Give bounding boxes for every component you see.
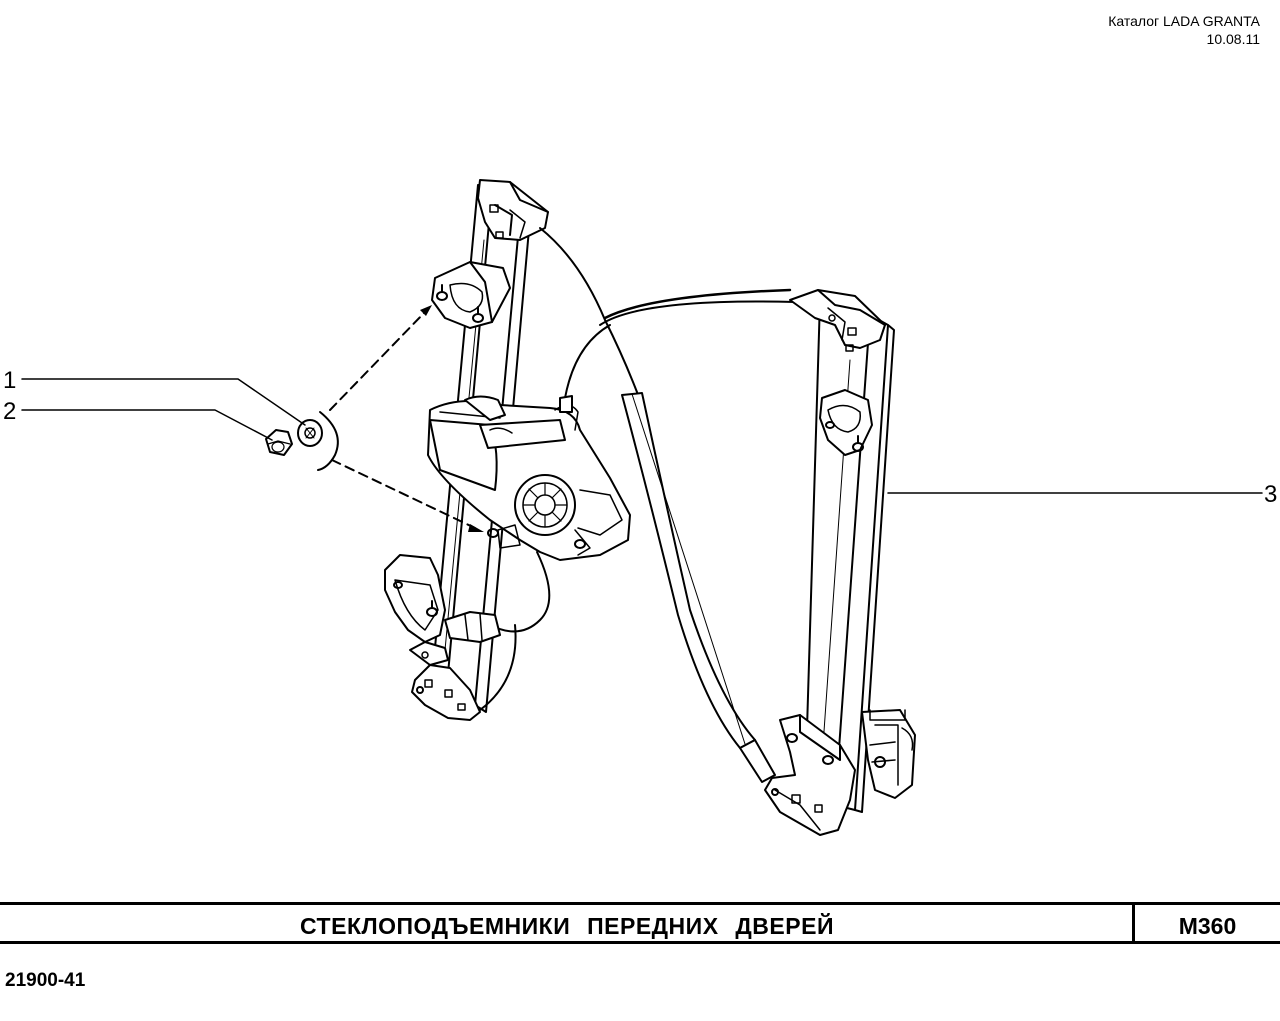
leader-lines	[21, 378, 1263, 494]
callout-1: 1	[3, 367, 16, 394]
arrow-head-lower	[468, 524, 484, 532]
motor-assembly	[427, 395, 631, 561]
right-bottom-bracket	[764, 714, 856, 836]
catalog-name: Каталог LADA GRANTA	[1108, 13, 1260, 29]
left-upper-mount-plate	[431, 261, 511, 329]
left-bottom-bracket	[409, 641, 481, 721]
title-divider	[1132, 905, 1135, 941]
callout-3: 3	[1264, 481, 1277, 508]
catalog-date: 10.08.11	[1206, 31, 1260, 47]
washer-part	[297, 419, 323, 447]
glass-clip	[861, 709, 916, 799]
catalog-header: Каталог LADA GRANTA 10.08.11	[1108, 12, 1260, 48]
right-top-bracket	[789, 289, 886, 352]
window-regulator-diagram: 1 2 3	[3, 179, 1277, 836]
nut-part	[265, 429, 293, 456]
install-group-bracket	[317, 411, 339, 471]
left-top-bracket	[477, 179, 549, 241]
cable-conduit	[621, 392, 776, 783]
left-lower-bracket	[384, 554, 501, 643]
right-middle-mount-plate	[819, 389, 873, 456]
arrow-head-upper	[420, 305, 432, 316]
cables	[449, 227, 796, 716]
document-number: 21900-41	[5, 970, 86, 991]
title-bar: СТЕКЛОПОДЪЕМНИКИ ПЕРЕДНИХ ДВЕРЕЙ M360	[0, 902, 1280, 944]
callout-2: 2	[3, 398, 16, 425]
section-code: M360	[1178, 913, 1237, 939]
installation-arrows	[329, 311, 476, 529]
page-title: СТЕКЛОПОДЪЕМНИКИ ПЕРЕДНИХ ДВЕРЕЙ	[300, 913, 834, 939]
